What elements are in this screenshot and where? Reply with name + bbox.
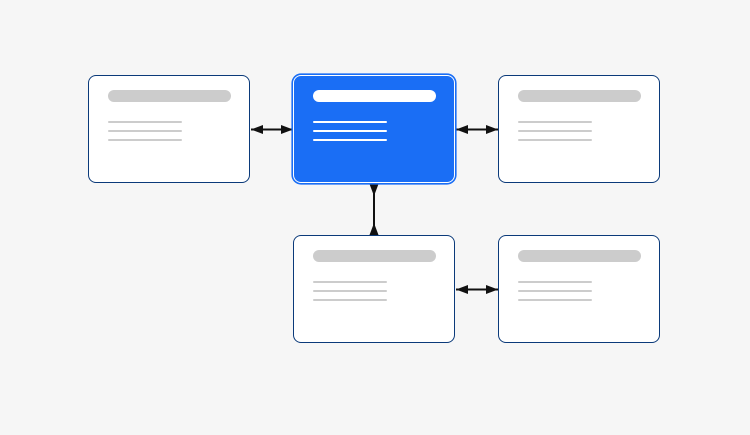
connector-end-marker: [281, 125, 293, 134]
card-text-placeholder: [313, 290, 387, 293]
edge-bottom-middle-bottom-right[interactable]: [456, 285, 498, 294]
card-text-placeholder: [108, 121, 182, 124]
connector-end-marker: [456, 125, 468, 134]
card-text-placeholder: [313, 299, 387, 302]
connector-end-marker: [369, 223, 379, 235]
card-right[interactable]: [498, 75, 660, 183]
edge-center-right[interactable]: [456, 125, 498, 134]
card-text-placeholder: [518, 281, 592, 284]
card-title-placeholder: [518, 250, 641, 262]
card-text-placeholder: [313, 121, 387, 124]
card-title-placeholder: [313, 250, 436, 262]
card-text-placeholder: [108, 139, 182, 142]
card-left[interactable]: [88, 75, 250, 183]
card-text-placeholder: [313, 139, 387, 142]
card-title-placeholder: [313, 90, 436, 102]
card-text-placeholder: [518, 139, 592, 142]
card-bottom-middle[interactable]: [293, 235, 455, 343]
card-text-placeholder: [518, 299, 592, 302]
card-text-placeholder: [313, 281, 387, 284]
card-text-placeholder: [518, 121, 592, 124]
card-text-placeholder: [518, 290, 592, 293]
card-text-placeholder: [518, 130, 592, 133]
connector-end-marker: [251, 125, 263, 134]
card-bottom-right[interactable]: [498, 235, 660, 343]
edge-left-center[interactable]: [251, 125, 293, 134]
card-text-placeholder: [108, 130, 182, 133]
connector-end-marker: [369, 184, 379, 196]
connector-end-marker: [456, 285, 468, 294]
card-title-placeholder: [518, 90, 641, 102]
card-title-placeholder: [108, 90, 231, 102]
connector-end-marker: [486, 125, 498, 134]
edge-center-bottom[interactable]: [369, 184, 379, 235]
card-text-placeholder: [313, 130, 387, 133]
card-center-selected[interactable]: [293, 75, 455, 183]
connector-end-marker: [486, 285, 498, 294]
